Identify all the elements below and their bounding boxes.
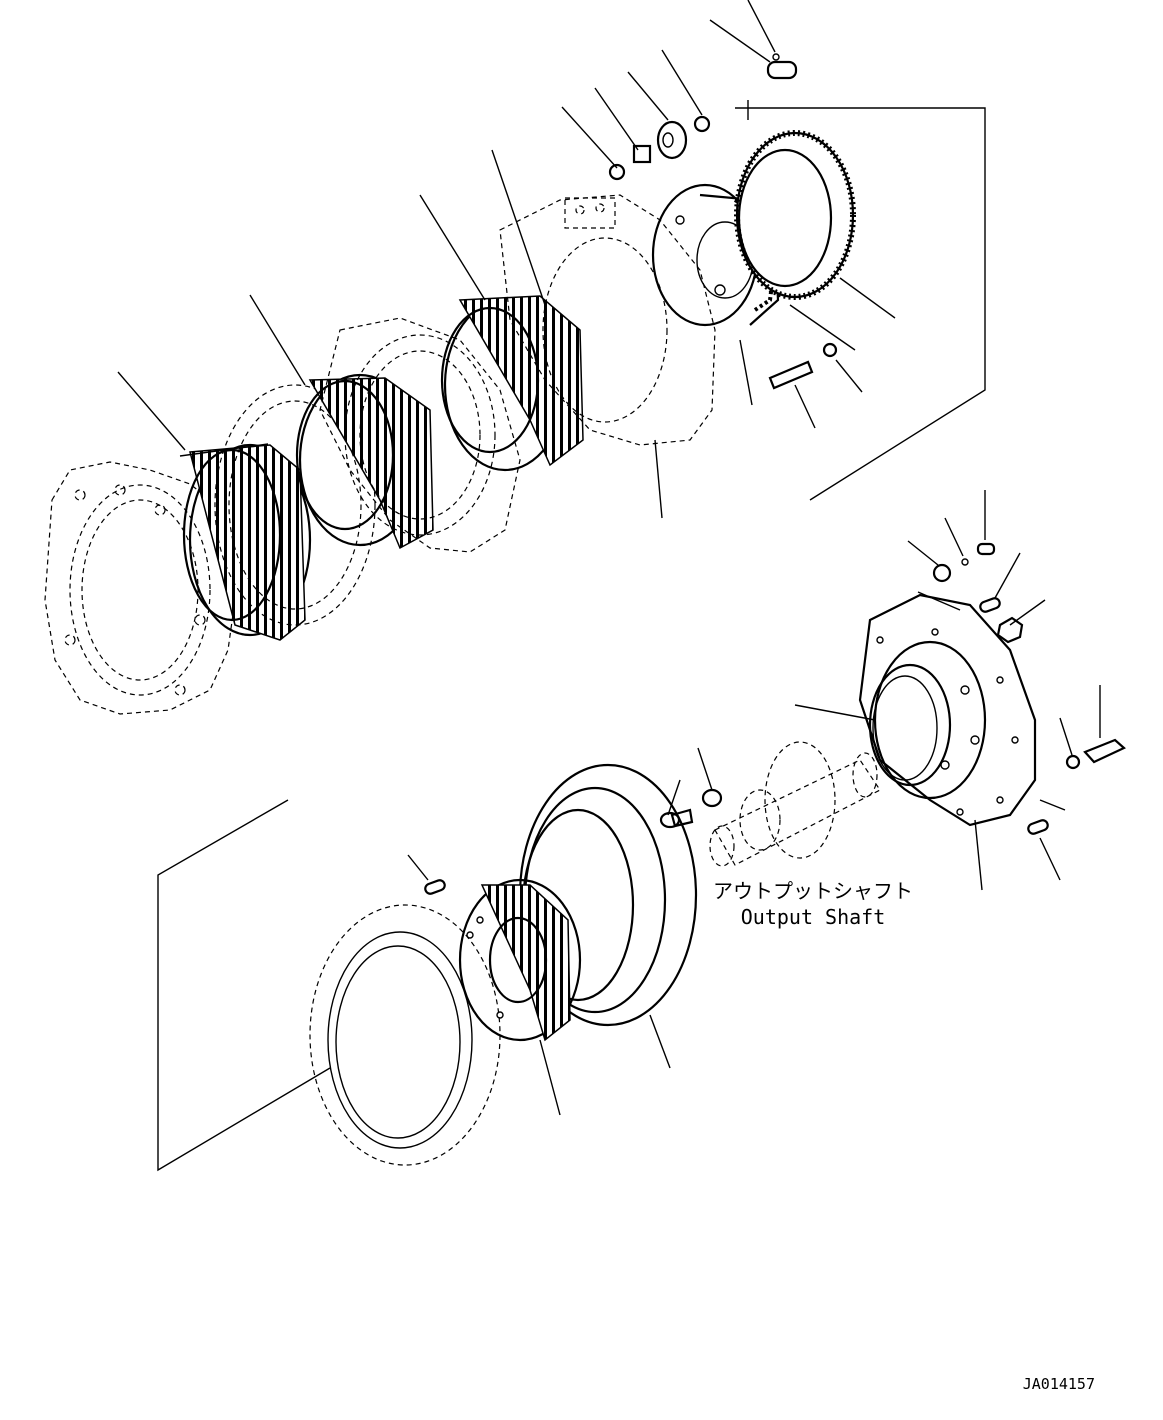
dowel-pin — [976, 542, 996, 556]
small-parts-lower — [424, 542, 1126, 895]
assembly-frame-upper — [735, 100, 986, 501]
planet-gear — [656, 120, 688, 160]
dashed-carrier-1 — [319, 317, 521, 553]
bolt-2 — [1083, 738, 1126, 764]
leader-lines-upper — [117, 0, 896, 519]
dashed-housing-2 — [499, 194, 716, 446]
assembly-frame-lower — [157, 591, 1066, 1172]
pin-4 — [424, 879, 446, 895]
output-shaft-label-jp: アウトプットシャフト — [713, 879, 913, 903]
washer — [693, 115, 711, 133]
output-cover — [858, 593, 1037, 827]
clip — [701, 788, 723, 808]
leader-lines-lower — [407, 490, 1101, 1116]
nut — [932, 563, 952, 583]
pin-2 — [979, 597, 1001, 613]
bearing — [632, 144, 652, 164]
gear-ring-3 — [440, 295, 584, 472]
upper-assembly — [44, 0, 986, 715]
small-parts-top — [608, 53, 838, 390]
output-shaft-outline — [709, 741, 881, 867]
gear-ring-1 — [179, 443, 312, 641]
pin — [766, 60, 798, 80]
output-shaft-label-en: Output Shaft — [741, 905, 886, 929]
pin-3 — [1027, 819, 1049, 835]
spacer — [608, 163, 626, 181]
bolt-washer — [822, 342, 838, 358]
gear-ring-2 — [295, 373, 434, 550]
hex-nut — [996, 616, 1024, 644]
ring-gear — [734, 130, 856, 300]
dashed-disc-lower — [309, 904, 501, 1166]
bolt — [768, 360, 814, 390]
drawing-id: JA014157 — [1023, 1375, 1095, 1393]
hub-gear — [458, 878, 582, 1042]
dashed-disc-1 — [214, 384, 376, 626]
lower-assembly — [157, 490, 1126, 1172]
washer-2 — [1065, 754, 1081, 770]
